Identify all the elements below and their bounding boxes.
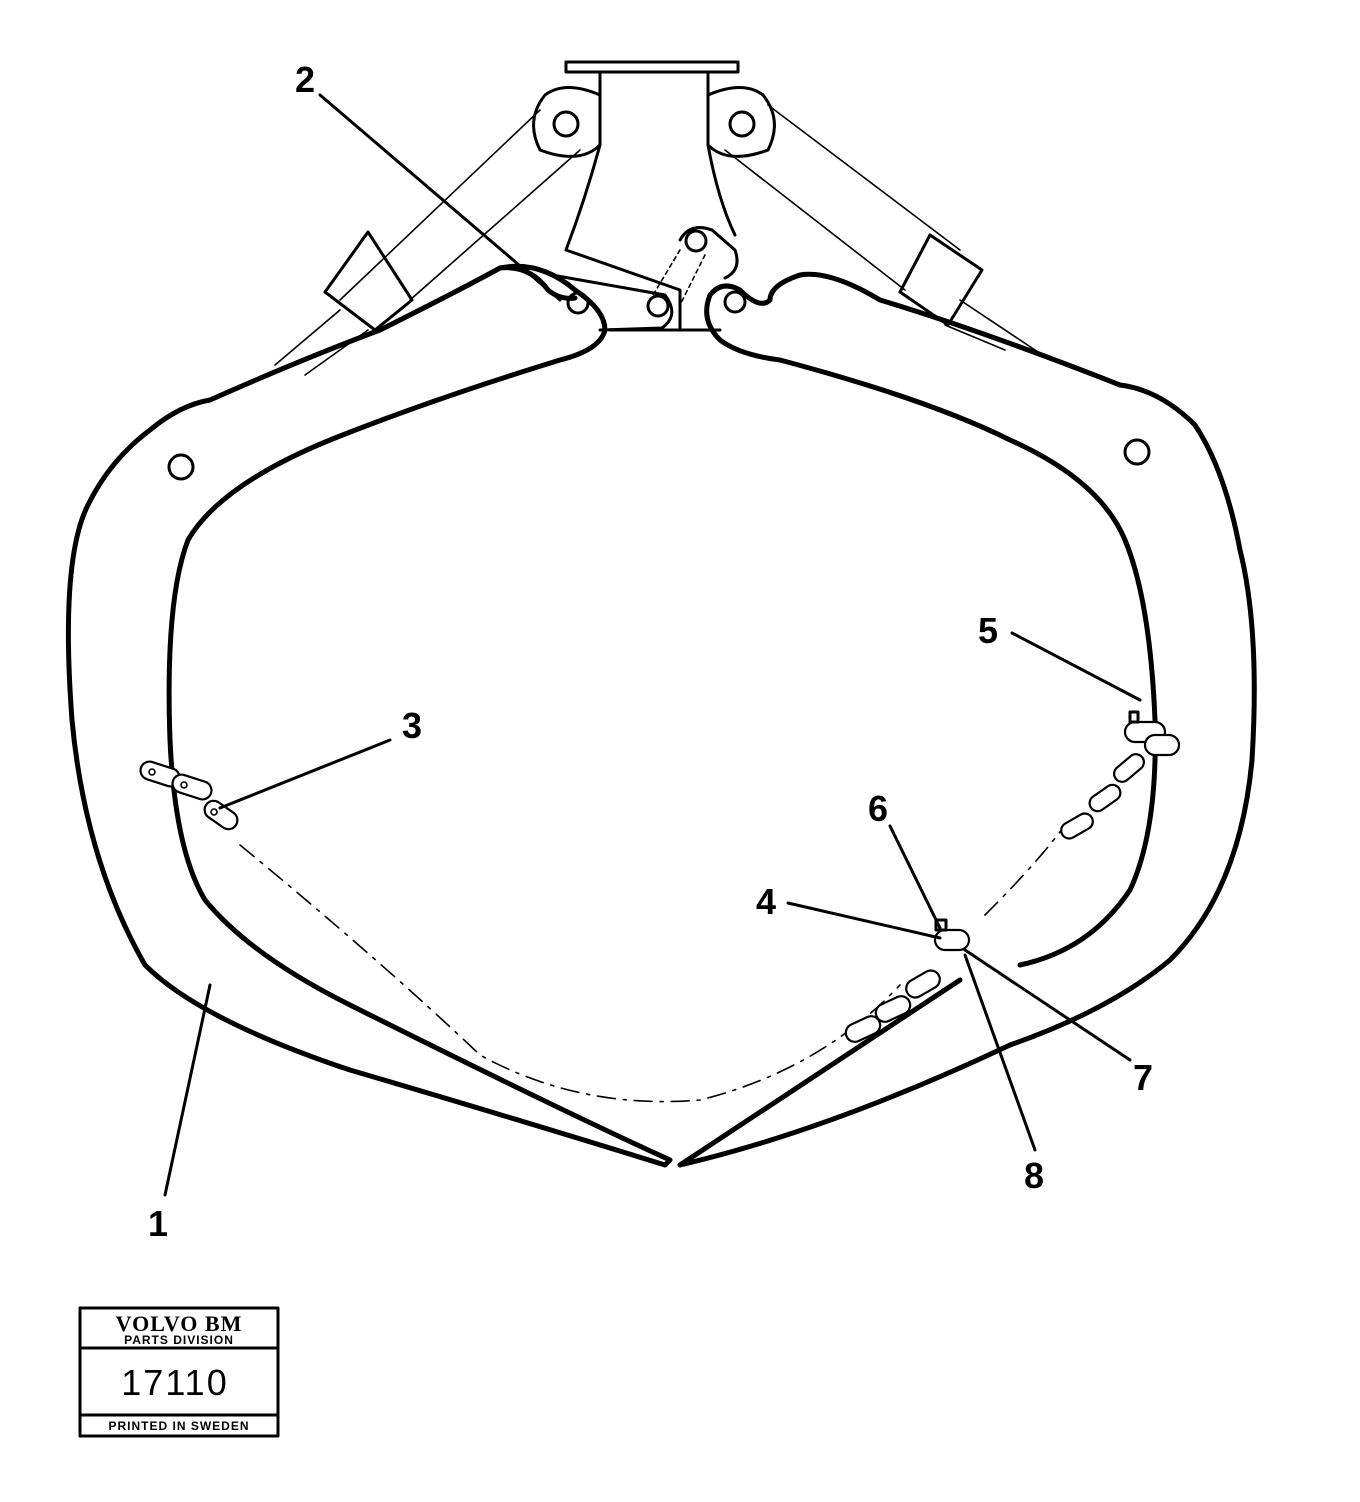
link-plates — [550, 226, 739, 332]
callout-5: 5 — [978, 610, 998, 651]
stamp-footer: PRINTED IN SWEDEN — [108, 1419, 249, 1433]
leader-lines — [163, 93, 1142, 1197]
callout-6: 6 — [868, 788, 888, 829]
stamp-division: PARTS DIVISION — [124, 1333, 234, 1347]
chain-left — [139, 760, 239, 831]
callout-7: 7 — [1133, 1057, 1153, 1098]
chain-right-lower — [844, 918, 971, 1043]
right-tine — [677, 271, 1257, 1168]
callout-8: 8 — [1024, 1155, 1044, 1196]
stamp-brand: VOLVO BM — [116, 1311, 243, 1336]
chain-path-dashdot-right — [984, 824, 1066, 916]
callout-1: 1 — [148, 1203, 168, 1244]
callout-labels: 1 2 3 4 5 6 7 8 — [148, 59, 1153, 1244]
callout-3: 3 — [402, 705, 422, 746]
chain-right-upper — [1060, 710, 1181, 840]
hydraulic-cylinders — [274, 104, 1051, 376]
parts-stamp: VOLVO BM PARTS DIVISION 17110 PRINTED IN… — [78, 1306, 280, 1438]
callout-2: 2 — [295, 59, 315, 100]
callout-4: 4 — [756, 881, 776, 922]
left-tine — [65, 263, 673, 1168]
chain-path-dashdot — [239, 844, 901, 1103]
stamp-number: 17110 — [121, 1362, 228, 1403]
